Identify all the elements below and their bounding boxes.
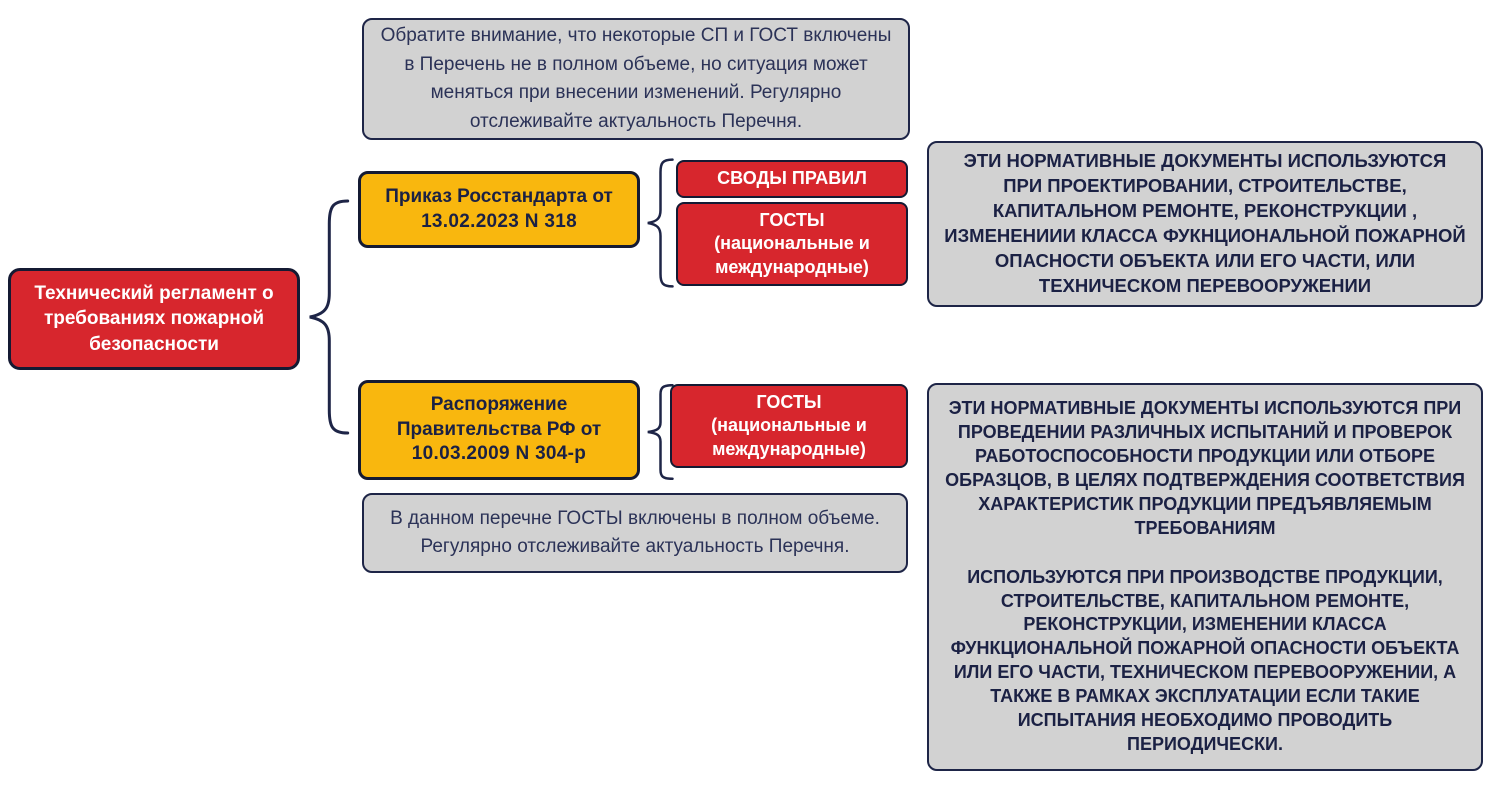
note-top-text: Обратите внимание, что некоторые СП и ГО…	[380, 25, 892, 132]
note-bottom-text: В данном перечне ГОСТЫ включены в полном…	[390, 507, 880, 558]
doc-gosty-branch2: ГОСТЫ (национальные и международные)	[670, 384, 908, 468]
doc-gosty-branch1-title: ГОСТЫ	[759, 209, 825, 230]
usage-branch2: ЭТИ НОРМАТИВНЫЕ ДОКУМЕНТЫ ИСПОЛЬЗУЮТСЯ П…	[927, 383, 1483, 771]
root-node-label: Технический регламент о требованиях пожа…	[34, 282, 274, 355]
usage-branch2-paragraph-2: ИСПОЛЬЗУЮТСЯ ПРИ ПРОИЗВОДСТВЕ ПРОДУКЦИИ,…	[950, 566, 1460, 755]
order-government-number: 10.03.2009 N 304-р	[411, 443, 587, 465]
note-bottom-full-inclusion: В данном перечне ГОСТЫ включены в полном…	[362, 493, 908, 573]
doc-gosty-branch2-subtitle: (национальные и международные)	[711, 415, 867, 459]
order-rosstandart-number: 13.02.2023 N 318	[421, 210, 577, 232]
usage-branch2-paragraph-1: ЭТИ НОРМАТИВНЫЕ ДОКУМЕНТЫ ИСПОЛЬЗУЮТСЯ П…	[945, 397, 1465, 538]
order-rosstandart-318: Приказ Росстандарта от 13.02.2023 N 318	[358, 171, 640, 248]
note-top-partial-inclusion: Обратите внимание, что некоторые СП и ГО…	[362, 18, 910, 140]
doc-svody-pravil: СВОДЫ ПРАВИЛ	[676, 160, 908, 198]
doc-gosty-branch1-subtitle: (национальные и международные)	[714, 233, 870, 277]
order-government-title: Распоряжение Правительства РФ от	[396, 393, 602, 440]
doc-gosty-branch2-title: ГОСТЫ	[756, 391, 822, 412]
brace-root-to-orders	[304, 198, 350, 436]
usage-branch1: ЭТИ НОРМАТИВНЫЕ ДОКУМЕНТЫ ИСПОЛЬЗУЮТСЯ П…	[927, 141, 1483, 307]
root-node-technical-regulation: Технический регламент о требованиях пожа…	[8, 268, 300, 370]
order-rosstandart-title: Приказ Росстандарта от	[385, 185, 613, 207]
brace-order2-to-docs	[644, 384, 674, 480]
doc-svody-pravil-label: СВОДЫ ПРАВИЛ	[717, 168, 867, 189]
usage-branch1-text: ЭТИ НОРМАТИВНЫЕ ДОКУМЕНТЫ ИСПОЛЬЗУЮТСЯ П…	[944, 150, 1466, 296]
order-government-304r: Распоряжение Правительства РФ от 10.03.2…	[358, 380, 640, 480]
doc-gosty-branch1: ГОСТЫ (национальные и международные)	[676, 202, 908, 286]
brace-order1-to-docs	[644, 158, 674, 288]
